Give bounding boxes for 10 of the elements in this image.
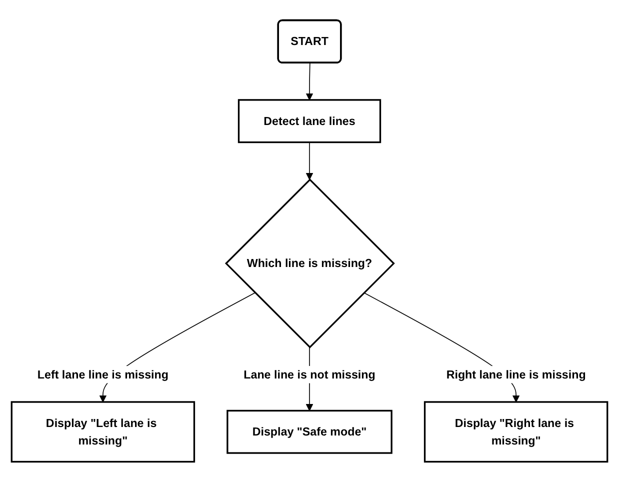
node-diamond: Which line is missing? <box>224 178 395 348</box>
edge-label: Right lane line is missing <box>446 368 586 381</box>
node-box: Detect lane lines <box>238 99 382 144</box>
node-box: Display "Right lane is missing" <box>424 401 608 463</box>
arrow <box>306 62 314 100</box>
node-box: Display "Safe mode" <box>226 410 392 454</box>
edge-label: Lane line is not missing <box>244 368 376 381</box>
arrow <box>306 142 314 180</box>
node-box: Display "Left lane is missing" <box>10 401 196 463</box>
edge-label: Left lane line is missing <box>37 368 168 381</box>
